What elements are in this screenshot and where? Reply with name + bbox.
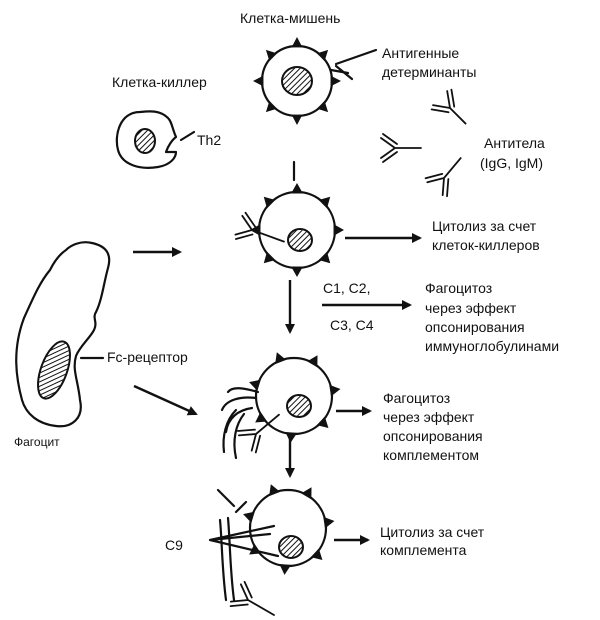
- c9-pointers: [208, 524, 280, 558]
- killer-cytolysis-label-1: Цитолиз за счет: [432, 218, 537, 234]
- fc-receptor-label: Fc-рецептор: [107, 349, 188, 365]
- killer-cell: [115, 110, 196, 169]
- antigen-spike: [253, 75, 264, 87]
- antigen-spike: [316, 100, 329, 113]
- phago-complement-label-2: через эффект: [383, 409, 475, 425]
- antigen-spike: [330, 75, 341, 87]
- killer-cell-label: Клетка-киллер: [112, 74, 207, 90]
- antigen-spike: [263, 196, 276, 209]
- antigen-spike: [291, 114, 303, 125]
- phago-complement-label-4: комплементом: [383, 447, 479, 463]
- antibody-group: [380, 88, 467, 198]
- phagocyte-label: Фагоцит: [14, 435, 60, 449]
- phago-complement-label-1: Фагоцитоз: [383, 390, 450, 406]
- phago-ig-label-1: Фагоцитоз: [425, 280, 492, 296]
- antigen-spike: [291, 183, 303, 194]
- antigen-spike: [333, 224, 344, 236]
- bound-antibody-middle: [234, 211, 285, 243]
- phago-ig-label-3: опсонирования: [425, 319, 525, 335]
- antigen-spike: [310, 548, 323, 560]
- target-cell-top: [253, 37, 341, 125]
- antigen-spike: [263, 251, 276, 264]
- th2-label: Th2: [197, 132, 221, 148]
- antigenic-determinants-label-1: Антигенные: [382, 45, 459, 61]
- antigen-spike: [275, 352, 287, 365]
- antigen-spike: [265, 100, 278, 113]
- antigenic-determinants-label-2: детерминанты: [382, 64, 477, 80]
- c9-label: C9: [165, 537, 183, 553]
- antigen-spike: [279, 563, 292, 575]
- complement-bottom-label: C3, C4: [330, 317, 374, 333]
- antigen-spike: [291, 37, 303, 48]
- antigen-spike: [301, 487, 312, 500]
- antibodies-label-1: Антитела: [484, 135, 545, 151]
- antibodies-label-2: (IgG, IgM): [480, 155, 543, 171]
- antigen-spike: [265, 49, 278, 62]
- complement-cytolysis-label-1: Цитолиз за счет: [380, 524, 485, 540]
- target-cell-lower: [220, 352, 341, 460]
- complement-top-label: C1, C2,: [323, 280, 370, 296]
- antigen-spike: [249, 379, 261, 391]
- antigen-spike: [255, 411, 268, 423]
- bound-antibody-lower: [236, 413, 280, 454]
- antigenic-determinant-pointer: [329, 48, 378, 81]
- antigen-spike: [307, 355, 318, 368]
- phagocyte: [15, 241, 111, 428]
- arrow-phagocyte-to-lower: [133, 384, 198, 416]
- phago-complement-label-3: опсонирования: [383, 428, 483, 444]
- antigen-spike: [316, 416, 329, 428]
- killer-cytolysis-label-2: клеток-киллеров: [432, 237, 540, 253]
- antigen-spike: [316, 49, 329, 62]
- antigen-spike: [329, 384, 341, 397]
- antigen-spike: [269, 484, 281, 497]
- antigen-spike: [318, 196, 331, 209]
- antigen-spike: [243, 511, 255, 523]
- antigen-spike: [323, 516, 335, 529]
- phago-ig-label-2: через эффект: [425, 300, 517, 316]
- complement-cytolysis-label-2: комплемента: [380, 542, 467, 558]
- antigen-spike: [291, 266, 303, 277]
- target-cell-label: Клетка-мишень: [240, 10, 340, 26]
- target-cell-middle: [250, 183, 344, 277]
- bound-antibody-bottom: [229, 580, 275, 616]
- target-cell-bottom: [216, 484, 335, 602]
- antigen-spike: [318, 251, 331, 264]
- antigen-spike: [285, 431, 298, 443]
- phago-ig-label-4: иммуноглобулинами: [425, 338, 559, 354]
